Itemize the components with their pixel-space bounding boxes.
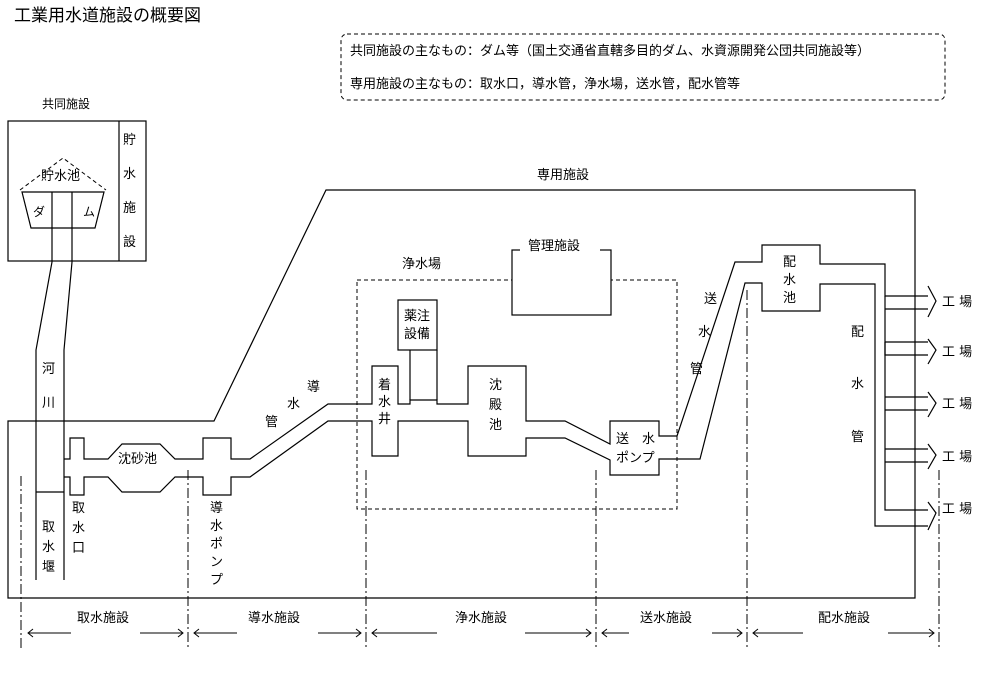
sedimentation-char-1: 沈: [489, 378, 502, 393]
river-left-bank: [35, 192, 53, 580]
section-arrows: [27, 628, 935, 638]
intake-pump-char-1: 導: [210, 501, 223, 516]
purification-plant-label: 浄水場: [402, 257, 441, 272]
distribution-pond-char-1: 配: [783, 255, 796, 270]
section-purification: 浄水施設: [455, 610, 507, 626]
storage-char-1: 貯: [123, 133, 136, 148]
intake-pump-char-5: プ: [210, 573, 223, 588]
river-char-1: 河: [42, 362, 55, 377]
legend-line-2: 専用施設の主なもの：取水口，導水管，浄水場，送水管，配水管等: [350, 76, 740, 92]
distribution-pond-char-2: 水: [783, 273, 796, 288]
storage-char-4: 設: [123, 234, 136, 250]
legend-line-1: 共同施設の主なもの：ダム等（国土交通省直轄多目的ダム、水資源開発公団共同施設等）: [350, 43, 870, 59]
reservoir-label: 貯水池: [41, 169, 80, 184]
section-conduit: 導水施設: [248, 610, 300, 626]
distribution-pipe-char-3: 管: [851, 430, 864, 445]
diagram-title: 工業用水道施設の概要図: [14, 6, 201, 26]
purification-plant-boundary: [356, 279, 678, 510]
factory-label-4: 工 場: [942, 450, 972, 465]
section-distribution: 配水施設: [818, 610, 870, 626]
kyodo-box: [7, 120, 147, 262]
transmission-pump-line-1: 送 水: [616, 432, 655, 447]
dam-label-left: ダ: [33, 204, 45, 219]
river-right-bank: [63, 192, 73, 580]
transmission-char-2: 水: [698, 325, 711, 340]
transmission-char-1: 送: [704, 292, 717, 307]
factory-branches: [884, 285, 937, 531]
section-transmission: 送水施設: [640, 610, 692, 626]
receiving-well-char-2: 水: [378, 395, 391, 410]
intake-pump-char-4: ン: [210, 555, 223, 570]
distribution-pipe-char-2: 水: [851, 377, 864, 392]
transmission-char-3: 管: [690, 362, 703, 377]
senyo-boundary: [7, 189, 916, 599]
legend-box: [340, 33, 946, 101]
intake-mouth-char-2: 水: [72, 521, 85, 536]
transmission-pump-line-2: ポンプ: [616, 451, 655, 466]
senyo-label: 専用施設: [537, 167, 589, 183]
sedimentation-char-2: 殿: [489, 398, 502, 413]
dam-label-right: ム: [83, 205, 95, 219]
intake-weir-char-1: 取: [42, 520, 55, 535]
intake-weir-char-3: 堰: [42, 560, 55, 575]
factory-label-1: 工 場: [942, 295, 972, 310]
river-char-2: 川: [42, 396, 55, 411]
receiving-well-char-3: 井: [378, 412, 391, 427]
section-dividers: [20, 290, 940, 650]
sedimentation-char-3: 池: [489, 418, 502, 433]
admin-facility-label: 管理施設: [528, 238, 580, 254]
chemical-line-1: 薬注: [404, 309, 430, 324]
intake-pump-char-3: ポ: [210, 537, 223, 552]
distribution-pipe-char-1: 配: [851, 325, 864, 340]
water-route-lower: [64, 282, 928, 527]
factory-label-3: 工 場: [942, 397, 972, 412]
chemical-dosing-box: [397, 299, 438, 351]
factory-label-5: 工 場: [942, 502, 972, 517]
conduit-char-3: 管: [265, 415, 278, 430]
factory-label-2: 工 場: [942, 345, 972, 360]
intake-mouth-char-3: 口: [72, 541, 85, 556]
storage-char-2: 水: [123, 167, 136, 182]
conduit-char-2: 水: [287, 397, 300, 412]
storage-char-3: 施: [123, 201, 136, 216]
section-intake: 取水施設: [77, 610, 129, 626]
dam-body: [21, 191, 105, 229]
distribution-pond-char-3: 池: [783, 291, 796, 306]
chemical-line-2: 設備: [404, 326, 430, 342]
reservoir-outline: [19, 157, 107, 191]
admin-facility-box: [511, 249, 612, 316]
intake-weir-char-2: 水: [42, 540, 55, 555]
sand-basin-label: 沈砂池: [118, 452, 157, 467]
receiving-well-char-1: 着: [378, 377, 391, 393]
kyodo-heading: 共同施設: [42, 96, 90, 111]
intake-pump-char-2: 水: [210, 519, 223, 534]
intake-mouth-char-1: 取: [72, 501, 85, 516]
conduit-char-1: 導: [307, 380, 320, 395]
